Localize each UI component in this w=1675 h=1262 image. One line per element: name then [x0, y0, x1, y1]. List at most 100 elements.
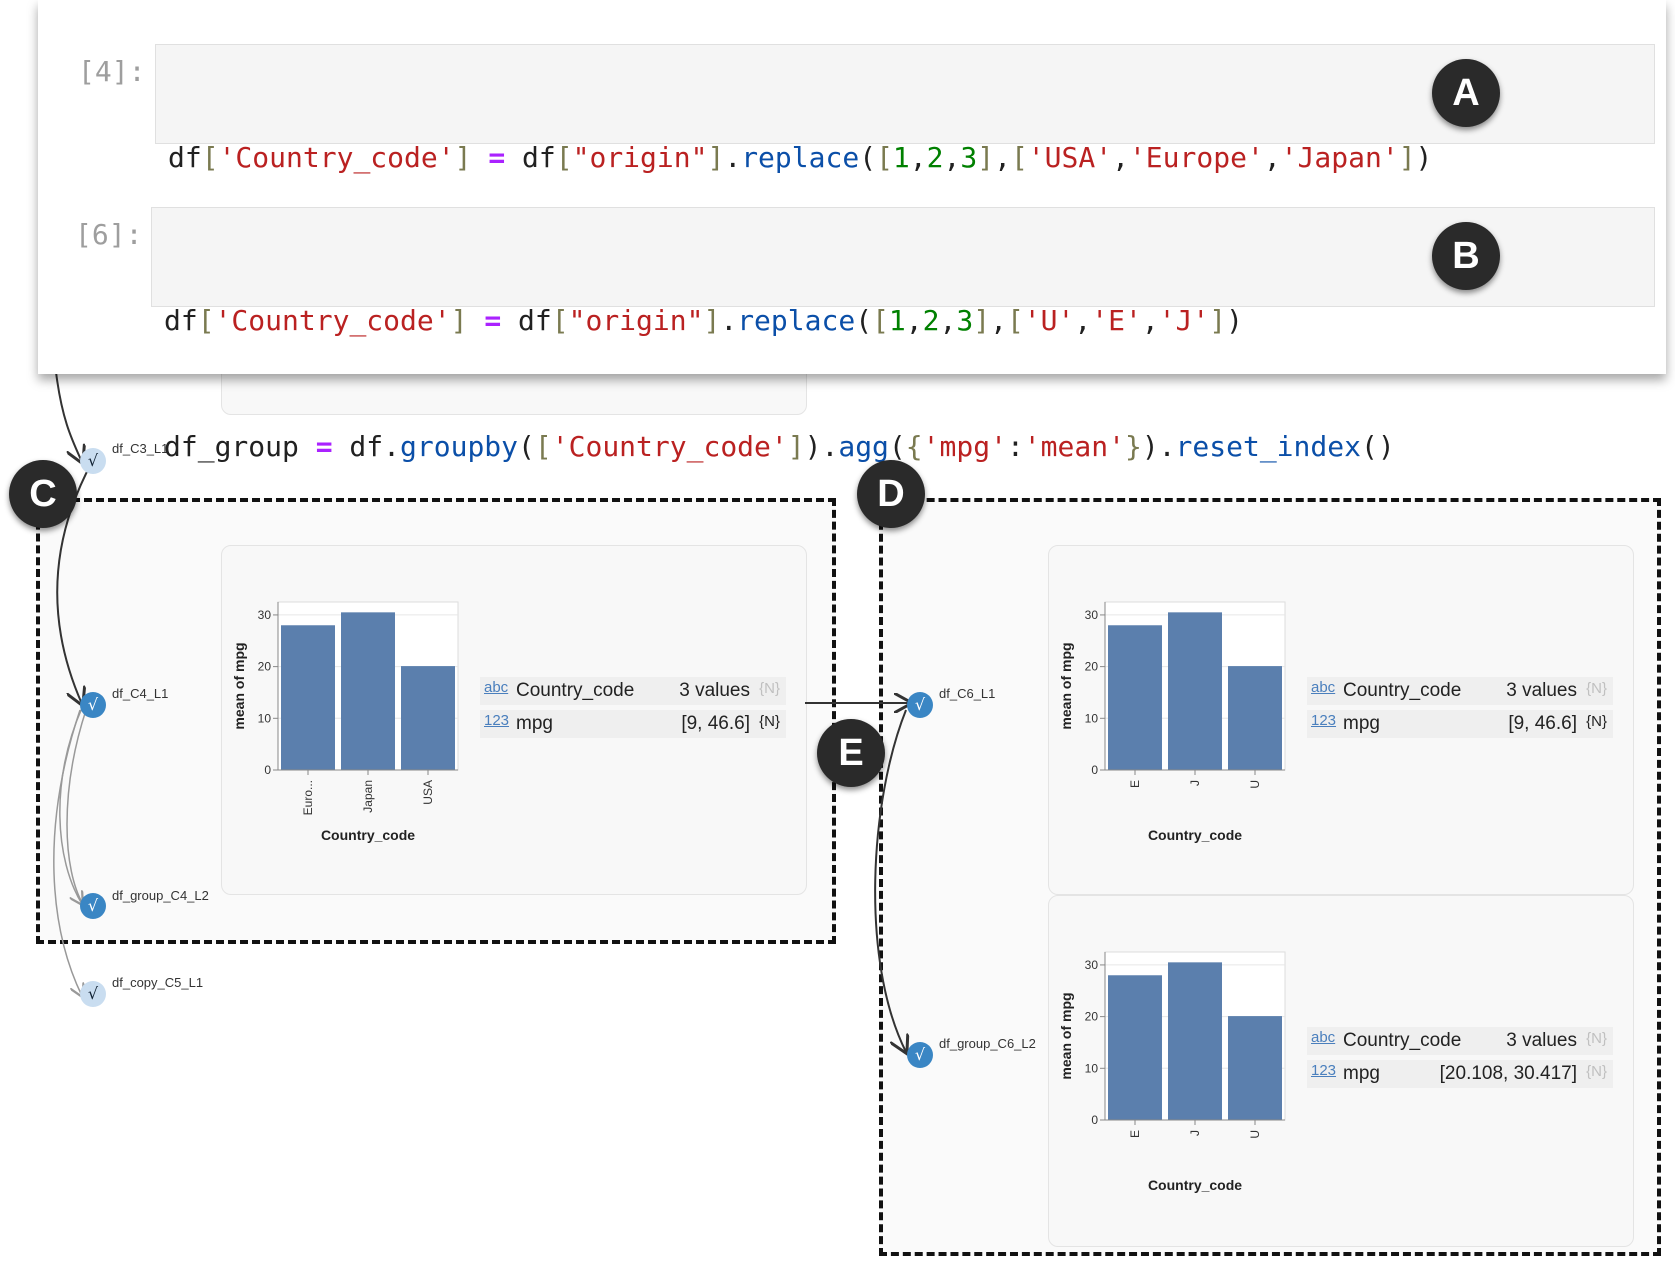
node-df-c3[interactable]: √	[80, 448, 106, 474]
code-line: df['Country_code'] = df["origin"].replac…	[168, 137, 1642, 179]
field-tag: {N}	[1586, 1030, 1607, 1047]
code-token: ,	[994, 141, 1011, 174]
y-tick-label: 10	[1085, 711, 1099, 725]
code-token: replace	[741, 141, 860, 174]
field-range: 3 values	[1506, 1030, 1577, 1051]
code-cell-4[interactable]: df['Country_code'] = df["origin"].replac…	[155, 44, 1655, 300]
edge-to-c3	[55, 371, 82, 462]
code-token	[467, 304, 484, 337]
edge-c4-to-copy-c5	[53, 709, 82, 996]
code-token: df	[505, 141, 556, 174]
code-token: (	[855, 304, 873, 337]
code-token: [	[876, 141, 893, 174]
code-token: ,	[990, 304, 1007, 337]
bar	[281, 625, 335, 770]
node-df-c4[interactable]: √	[80, 692, 106, 718]
code-token: ,	[943, 141, 961, 174]
node-df-group-c4[interactable]: √	[80, 893, 106, 919]
type-icon: 123	[484, 712, 510, 729]
code-token: 'Europe'	[1128, 141, 1264, 174]
code-token: 'Country_code'	[218, 141, 455, 174]
code-token: ]	[1209, 304, 1227, 337]
code-token: ]	[450, 304, 468, 337]
y-tick-label: 10	[258, 711, 272, 725]
code-token: ,	[1263, 141, 1281, 174]
x-tick-label: USA	[421, 780, 435, 805]
edge-c4-to-group-c4-b	[66, 709, 87, 907]
code-token: .	[720, 304, 738, 337]
badge-c: C	[9, 460, 77, 528]
node-df-group-c6[interactable]: √	[907, 1042, 933, 1068]
x-tick-label: Euro...	[301, 780, 315, 815]
node-df-copy-c5[interactable]: √	[80, 981, 106, 1007]
code-token: =	[315, 430, 333, 463]
field-name: Country_code	[1343, 680, 1462, 701]
cell-prompt-4: [4]:	[78, 55, 146, 88]
field-name: mpg	[1343, 1063, 1380, 1084]
type-icon: abc	[1311, 1029, 1336, 1046]
badge-b: B	[1432, 222, 1500, 290]
code-token: 3	[960, 141, 978, 174]
node-label-df-group-c6: df_group_C6_L2	[939, 1036, 1036, 1051]
x-tick-label: U	[1248, 1130, 1262, 1139]
node-label-df-c6: df_C6_L1	[939, 686, 996, 701]
code-token: }	[1124, 430, 1142, 463]
code-cell-6[interactable]: df['Country_code'] = df["origin"].replac…	[151, 207, 1655, 463]
code-token: "origin"	[572, 141, 708, 174]
code-token: df	[168, 141, 202, 174]
code-token: 1	[892, 141, 910, 174]
y-tick-label: 20	[1085, 1010, 1099, 1024]
bar	[1168, 612, 1222, 770]
field-range: [9, 46.6]	[681, 713, 750, 734]
field-tag: {N}	[1586, 713, 1607, 730]
code-token: ,	[1074, 304, 1092, 337]
bar	[401, 666, 455, 770]
badge-a: A	[1432, 59, 1500, 127]
field-range: [9, 46.6]	[1508, 713, 1577, 734]
y-tick-label: 0	[264, 763, 271, 777]
code-token: ]	[973, 304, 991, 337]
code-token: {	[905, 430, 923, 463]
field-name: mpg	[1343, 713, 1380, 734]
code-line: df['Country_code'] = df["origin"].replac…	[164, 300, 1642, 342]
code-token: 'U'	[1023, 304, 1075, 337]
bar	[341, 612, 395, 770]
code-token: ,	[1141, 304, 1159, 337]
type-icon: 123	[1311, 1062, 1337, 1079]
code-token: [	[201, 141, 219, 174]
code-token: df	[501, 304, 552, 337]
code-token	[471, 141, 488, 174]
y-tick-label: 30	[1085, 958, 1099, 972]
code-token: groupby	[400, 430, 519, 463]
code-token: ]	[977, 141, 995, 174]
node-df-c6[interactable]: √	[907, 692, 933, 718]
badge-e: E	[817, 719, 885, 787]
code-token: ]	[454, 141, 472, 174]
field-tag: {N}	[759, 713, 780, 730]
code-token: [	[1006, 304, 1024, 337]
y-axis-title: mean of mpg	[1058, 642, 1074, 729]
code-token: =	[484, 304, 502, 337]
code-token: ,	[1112, 141, 1129, 174]
edge-c6-to-group-c6	[874, 709, 906, 1052]
code-token: )	[1226, 304, 1243, 337]
code-token: [	[534, 430, 552, 463]
code-token: [	[551, 304, 569, 337]
x-tick-label: J	[1188, 780, 1202, 786]
bar	[1228, 666, 1282, 770]
edge-c3-to-c4	[56, 461, 93, 704]
field-tag: {N}	[759, 680, 780, 697]
code-panel: [4]: df['Country_code'] = df["origin"].r…	[38, 0, 1666, 463]
code-token: .	[724, 141, 742, 174]
code-token: df	[164, 304, 198, 337]
code-token: =	[488, 141, 506, 174]
code-token: 'J'	[1158, 304, 1210, 337]
